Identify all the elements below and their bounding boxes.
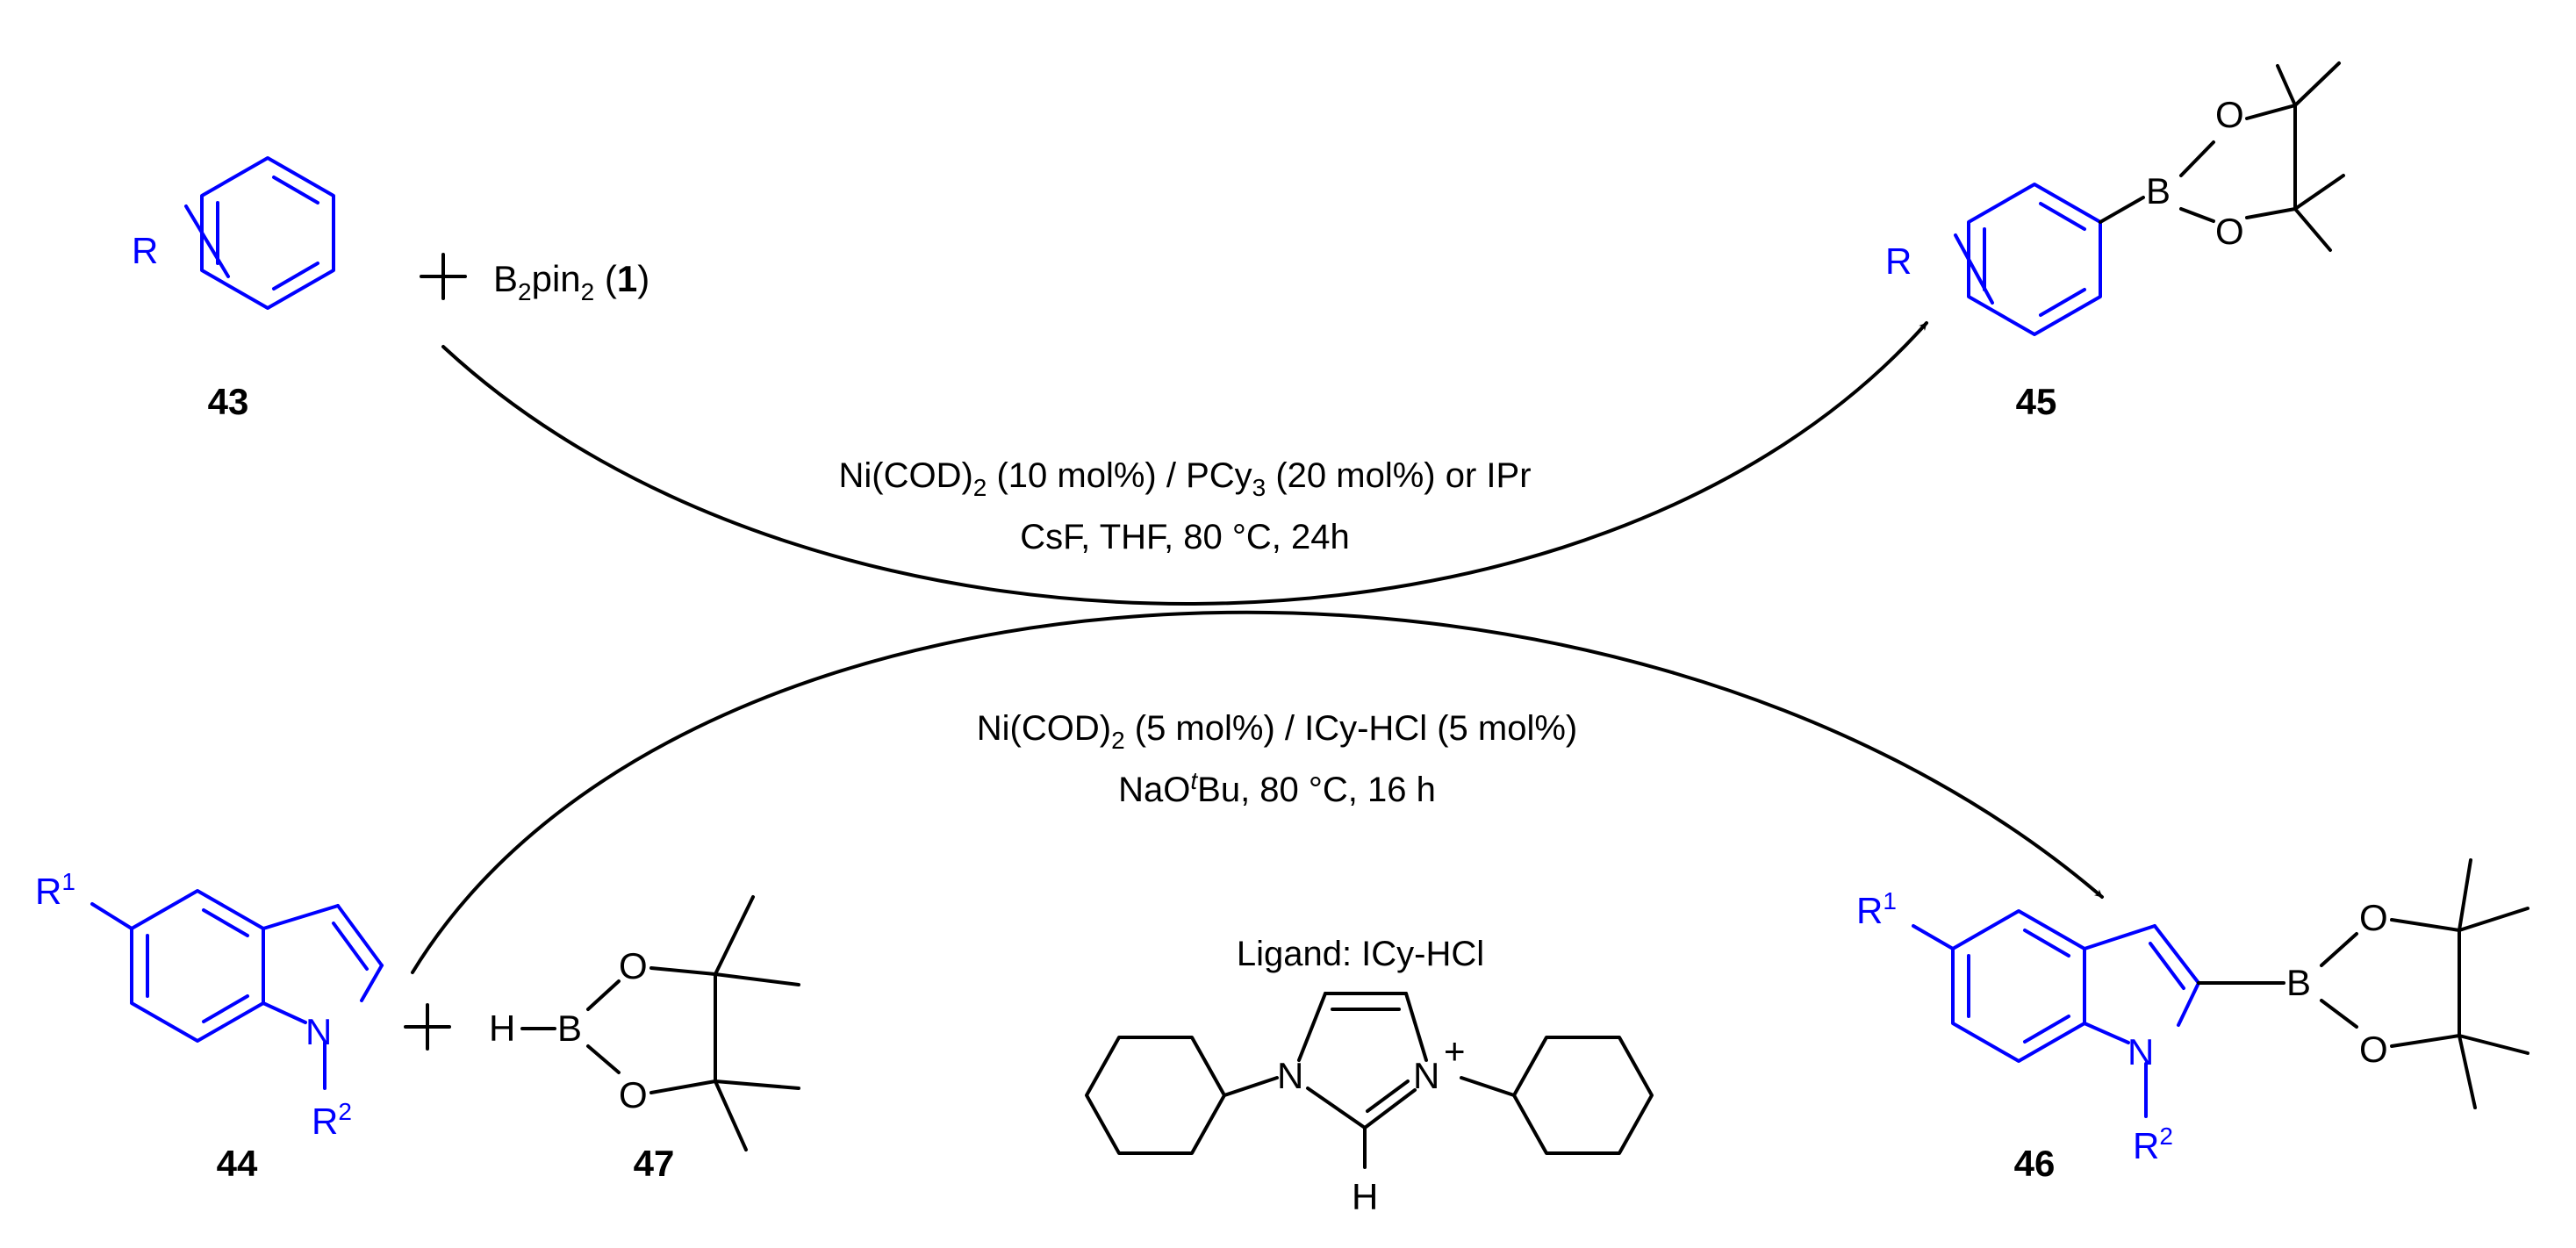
substituent-r: R <box>1885 240 1912 282</box>
nitrogen-atom: N <box>1277 1055 1303 1096</box>
bottom-conditions-line-1: Ni(COD)2 (5 mol%) / ICy-HCl (5 mol%) <box>977 709 1577 754</box>
compound-number-45: 45 <box>2016 381 2057 422</box>
compound-46: N R1 R2 B O O 46 <box>1856 858 2529 1184</box>
compound-number-47: 47 <box>634 1143 675 1184</box>
bottom-conditions-line-2: NaOtBu, 80 °C, 16 h <box>1118 767 1436 809</box>
compound-47: H B O O 47 <box>489 895 800 1184</box>
ligand-title: Ligand: ICy-HCl <box>1237 935 1484 973</box>
cyclohexyl-ring <box>1512 1036 1654 1155</box>
boron-atom: B <box>2286 962 2311 1003</box>
oxygen-atom: O <box>619 945 648 986</box>
plus-sign <box>404 1003 451 1051</box>
aryl-ring-45 <box>1954 183 2102 336</box>
boron-atom: B <box>557 1008 582 1049</box>
hydrogen-atom: H <box>489 1008 515 1049</box>
substituent-r1: R1 <box>1856 887 1897 931</box>
nitrogen-atom: N <box>1413 1055 1439 1096</box>
substituent-r1: R1 <box>35 868 75 912</box>
compound-number-44: 44 <box>217 1143 258 1184</box>
reaction-arrow-bottom <box>411 610 2104 974</box>
compound-45: R B O O 45 <box>1885 61 2345 422</box>
indole-core-44 <box>90 889 384 1090</box>
reagent-b2pin2: B2pin2 (1) <box>493 258 649 305</box>
oxygen-atom: O <box>2215 94 2244 135</box>
benzene-ring-43 <box>184 156 335 310</box>
nitrogen-atom: N <box>305 1011 332 1052</box>
indole-core-46 <box>1912 909 2200 1118</box>
compound-44: N R1 R2 44 <box>35 868 384 1184</box>
oxygen-atom: O <box>2359 1029 2388 1070</box>
compound-number-46: 46 <box>2014 1143 2056 1184</box>
cyclohexyl-ring <box>1085 1036 1226 1155</box>
boron-atom: B <box>2146 170 2171 212</box>
hydrogen-atom: H <box>1352 1176 1378 1217</box>
nitrogen-atom: N <box>2128 1031 2154 1072</box>
positive-charge: + <box>1444 1030 1466 1072</box>
reaction-arrow-top <box>441 321 1928 606</box>
compound-43: R 43 <box>132 156 335 422</box>
substituent-r2: R2 <box>312 1098 352 1142</box>
top-conditions-line-1: Ni(COD)2 (10 mol%) / PCy3 (20 mol%) or I… <box>838 456 1531 501</box>
ligand-icy-hcl: Ligand: ICy-HCl N N + H <box>1085 935 1654 1217</box>
oxygen-atom: O <box>2359 897 2388 938</box>
top-conditions-line-2: CsF, THF, 80 °C, 24h <box>1020 518 1349 556</box>
plus-sign <box>420 253 467 300</box>
substituent-r2: R2 <box>2133 1122 2173 1166</box>
compound-number-43: 43 <box>208 381 249 422</box>
oxygen-atom: O <box>2215 211 2244 252</box>
oxygen-atom: O <box>619 1074 648 1115</box>
substituent-r: R <box>132 230 158 271</box>
